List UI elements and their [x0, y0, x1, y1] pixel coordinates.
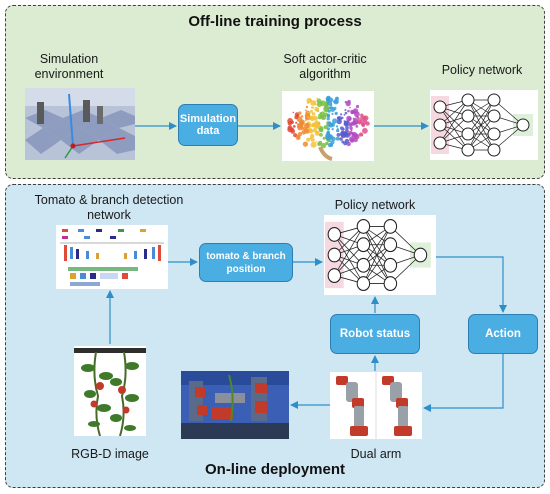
- brain-image: [282, 91, 374, 161]
- sim-env-label: Simulation environment: [34, 52, 104, 81]
- detection-label: Tomato & branch detection network: [34, 193, 184, 222]
- offline-policy-label: Policy network: [441, 63, 523, 77]
- robot-scene-image: [181, 371, 289, 439]
- robot-status-box: Robot status: [330, 314, 420, 354]
- online-policy-network-icon: [324, 215, 436, 295]
- online-policy-label: Policy network: [334, 198, 416, 212]
- action-box: Action: [468, 314, 538, 354]
- detection-network-image: [56, 225, 168, 289]
- position-box: tomato & branch position: [199, 243, 293, 282]
- dual-arm-label: Dual arm: [350, 447, 402, 461]
- simulation-image: [25, 88, 135, 160]
- offline-title: Off-line training process: [188, 13, 362, 30]
- robot-arm-image: [330, 372, 422, 439]
- simulation-data-box: Simulation data: [178, 104, 238, 146]
- rgbd-label: RGB-D image: [71, 447, 149, 461]
- tomato-plant-image: [74, 346, 146, 436]
- online-title: On-line deployment: [204, 461, 345, 478]
- sac-label: Soft actor-critic algorithm: [283, 52, 367, 81]
- offline-policy-network-icon: [430, 90, 538, 160]
